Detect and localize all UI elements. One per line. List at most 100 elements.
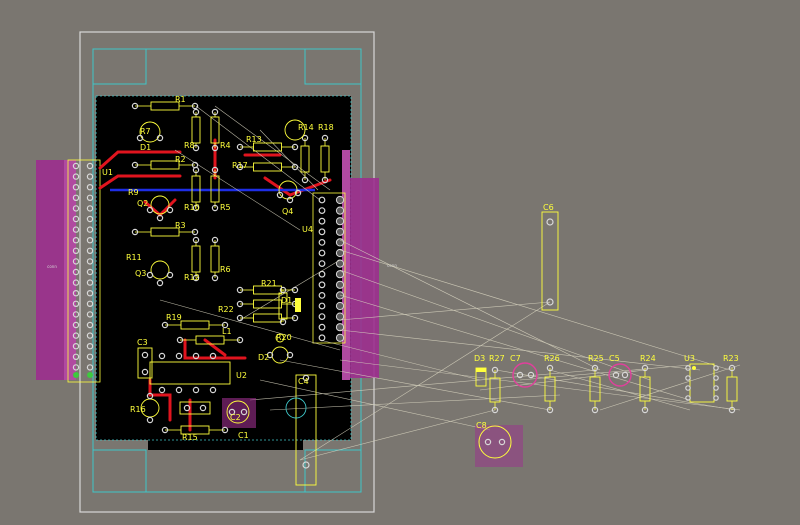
resistor-r24[interactable]	[639, 364, 651, 414]
resistor-r23[interactable]	[726, 364, 738, 414]
edge-connector-left[interactable]: conn	[36, 160, 76, 380]
transistor-q1[interactable]	[284, 119, 306, 141]
resistor-r21c[interactable]	[236, 313, 299, 323]
pad	[527, 371, 535, 379]
designator-c5: C5	[609, 354, 620, 363]
pad	[156, 279, 164, 287]
capacitor-c7[interactable]	[512, 362, 538, 388]
pad	[72, 353, 80, 360]
edge-connector-right[interactable]: conn	[342, 150, 397, 380]
resistor-r27[interactable]	[489, 366, 501, 414]
ic-u3[interactable]	[685, 363, 719, 403]
pad	[621, 371, 629, 379]
pad	[86, 173, 94, 180]
pad	[279, 286, 287, 294]
designator-c4: C4	[298, 377, 309, 386]
capacitor-c2[interactable]	[179, 401, 211, 415]
pad	[685, 375, 691, 381]
u4-header[interactable]	[312, 192, 346, 344]
designator-c8: C8	[476, 421, 487, 430]
capacitor-c8[interactable]	[475, 425, 523, 467]
pad	[86, 236, 94, 244]
resistor-r18[interactable]	[320, 134, 330, 184]
designator-r25: R25	[588, 354, 604, 363]
pad	[221, 321, 229, 329]
resistor-r13[interactable]	[236, 142, 299, 152]
pad	[728, 406, 736, 414]
pad	[86, 258, 94, 265]
resistor-r19[interactable]	[161, 320, 229, 330]
resistor-r5[interactable]	[210, 166, 220, 212]
pad	[72, 205, 80, 212]
pad	[209, 352, 217, 360]
resistor-r4[interactable]	[210, 108, 220, 152]
diode-d3[interactable]	[475, 367, 487, 387]
pad	[146, 416, 154, 424]
designator-r6: R6	[220, 265, 231, 274]
resistor-r12[interactable]	[191, 236, 201, 282]
designator-r26: R26	[544, 354, 560, 363]
capacitor-c5[interactable]	[608, 363, 632, 387]
pad	[612, 371, 620, 379]
pad	[713, 365, 719, 371]
resistor-r15[interactable]	[161, 425, 229, 435]
pad	[591, 364, 599, 372]
resistor-r26[interactable]	[544, 364, 556, 414]
resistor-r20[interactable]	[275, 333, 285, 343]
capacitor-c6[interactable]	[541, 211, 559, 311]
pad	[318, 313, 326, 321]
u1-header[interactable]	[67, 159, 101, 383]
resistor-r17[interactable]	[236, 162, 299, 172]
ic-u2[interactable]	[149, 352, 231, 394]
pad	[176, 336, 184, 344]
capacitor-c3[interactable]	[137, 347, 153, 379]
pad	[641, 364, 649, 372]
pad	[86, 194, 94, 201]
resistor-r6[interactable]	[210, 236, 220, 282]
designator-d1: D1	[281, 296, 292, 305]
pad	[294, 189, 302, 197]
designator-q4: Q4	[282, 207, 293, 216]
diode-d1b[interactable]	[278, 286, 288, 326]
pad	[240, 408, 248, 416]
pad	[713, 375, 719, 381]
pad	[318, 323, 326, 331]
designator-r15: R15	[182, 433, 198, 442]
resistor-r14[interactable]	[300, 134, 310, 184]
pad	[72, 268, 80, 276]
capacitor-c1[interactable]	[222, 398, 256, 428]
pad	[72, 162, 80, 170]
capacitor-c4[interactable]	[285, 374, 317, 486]
designator-u4: U4	[302, 225, 313, 234]
pad	[236, 143, 244, 151]
transistor-q2[interactable]	[150, 195, 170, 215]
pad	[86, 279, 94, 286]
resistor-r10[interactable]	[191, 166, 201, 212]
pad	[161, 426, 169, 434]
pad	[301, 176, 309, 184]
diode-d1[interactable]	[139, 121, 161, 143]
transistor-q3[interactable]	[150, 260, 170, 280]
pad	[685, 365, 691, 371]
resistor-r1[interactable]	[131, 101, 199, 111]
resistor-l1[interactable]	[176, 335, 244, 345]
pad	[191, 228, 199, 236]
resistor-r25[interactable]	[589, 364, 601, 414]
designator-r10: R10	[184, 203, 200, 212]
pad	[86, 268, 94, 276]
pad	[546, 298, 554, 306]
resistor-r8[interactable]	[191, 108, 201, 152]
resistor-r3[interactable]	[131, 227, 199, 237]
pad	[318, 207, 326, 215]
designator-r3: R3	[175, 221, 186, 230]
designator-r1: R1	[175, 95, 186, 104]
pad	[211, 166, 219, 174]
pad	[86, 247, 94, 254]
pad	[318, 249, 326, 257]
designator-c2: C2	[230, 413, 241, 422]
resistor-r21a[interactable]	[236, 285, 299, 295]
designator-r13: R13	[246, 135, 262, 144]
pad	[321, 176, 329, 184]
designator-q2: Q2	[137, 199, 148, 208]
